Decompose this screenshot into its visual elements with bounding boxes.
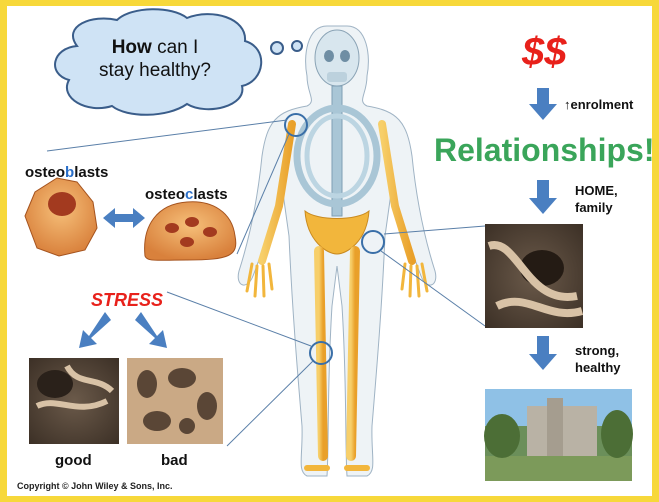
cloud-line2: stay healthy? (99, 60, 211, 81)
osteoblast-cell (25, 178, 97, 256)
strong-line: strong, (575, 342, 621, 359)
home-family-label: HOME, family (575, 182, 618, 216)
double-arrow-icon (103, 208, 145, 228)
stress-arrows (79, 312, 167, 348)
good-bone-image (29, 358, 119, 444)
osteoblasts-label: osteoblasts (25, 164, 108, 181)
skeleton-figure (238, 26, 436, 476)
copyright-notice: Copyright © John Wiley & Sons, Inc. (17, 481, 173, 491)
healthy-line: healthy (575, 359, 621, 376)
bad-label: bad (161, 452, 188, 469)
osteoclasts-pre: osteo (145, 186, 185, 203)
family-line: family (575, 199, 618, 216)
osteoblasts-highlight: b (65, 164, 74, 181)
good-label: good (55, 452, 92, 469)
strong-healthy-label: strong, healthy (575, 342, 621, 376)
relationships-heading: Relationships! (434, 132, 652, 169)
osteoblasts-pre: osteo (25, 164, 65, 181)
home-line: HOME, (575, 182, 618, 199)
thought-cloud-text: How can I stay healthy? (85, 36, 225, 82)
bad-bone-image (127, 358, 223, 444)
cloud-bold-word: How (112, 37, 152, 58)
enrolment-label: ↑enrolment (564, 96, 633, 113)
spongy-bone-image (485, 224, 583, 328)
osteoclast-cell (145, 202, 236, 261)
osteoblasts-post: lasts (74, 164, 108, 181)
stress-label: STRESS (91, 290, 163, 311)
osteoclasts-label: osteoclasts (145, 186, 228, 203)
money-symbol: $$ (522, 30, 567, 75)
slide: How can I stay healthy? $$ ↑enrolment Re… (7, 6, 652, 496)
osteoclasts-post: lasts (193, 186, 227, 203)
cloud-line1-rest: can I (152, 37, 198, 58)
campus-building-image (484, 389, 633, 481)
